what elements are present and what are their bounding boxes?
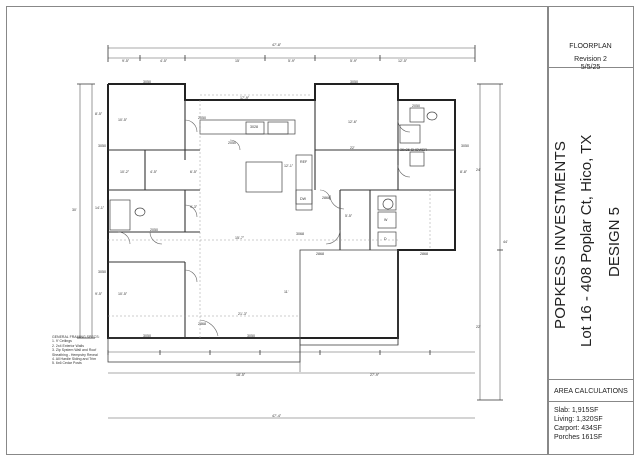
framing-spec-4: 4. All Hardie Siding and Trim	[52, 357, 97, 362]
design-number: DESIGN 5	[606, 206, 623, 277]
top-seg-3: 15'	[235, 59, 240, 63]
framing-spec-2: 2. 2x4 Exterior Walls	[52, 343, 84, 348]
company-name: POPKESS INVESTMENTS	[552, 140, 569, 329]
framing-spec-3: 3. Zip System Wall and Roof Sheathing - …	[52, 348, 98, 357]
lot-address: Lot 16 - 408 Poplar Ct, Hico, TX	[578, 134, 595, 347]
revision-date: 5/5/25	[580, 64, 601, 71]
mid-dim-4: 21'-3"	[238, 312, 248, 316]
sheet-title: FLOORPLAN	[569, 43, 612, 50]
mid-dim-6: 27'-9"	[370, 373, 380, 377]
revision: Revision 2	[574, 56, 607, 63]
window-tag-11: 3050	[143, 334, 151, 338]
title-block-header: FLOORPLAN Revision 2 5/5/25	[548, 7, 633, 71]
side-dim-1: 8'-5"	[95, 112, 103, 116]
window-tag-9: 2868	[316, 252, 324, 256]
framing-spec-1: 1. 9' Ceilings	[52, 339, 72, 344]
right-overall-dim: 44'	[503, 240, 508, 244]
window-tag-3: 2050	[198, 116, 206, 120]
window-tag-2: 3050	[350, 80, 358, 84]
mid-dim-1: 17'-9"	[240, 96, 250, 100]
window-tag-15: 3050	[461, 144, 469, 148]
mid-dim-7: 12'-1"	[284, 164, 294, 168]
window-tag-6: 2050	[412, 104, 420, 108]
framing-specs: GENERAL FRAMING SPECS: 1. 9' Ceilings 2.…	[52, 335, 100, 366]
window-tag-10: 3050	[98, 270, 106, 274]
area-porches: Porches 161SF	[554, 434, 603, 441]
window-tag-14: 2050	[150, 228, 158, 232]
area-calculations: AREA CALCULATIONS Slab: 1,915SF Living: …	[548, 379, 633, 454]
floorplan-area	[6, 6, 549, 455]
left-overall-dim: 30'	[72, 208, 77, 212]
top-seg-4: 5'-9"	[288, 59, 296, 63]
cabinet-shower: 36x36 SHOWER	[400, 148, 427, 152]
framing-specs-header: GENERAL FRAMING SPECS:	[52, 335, 100, 339]
title-block-project: POPKESS INVESTMENTS Lot 16 - 408 Poplar …	[548, 67, 633, 380]
room-label-6: 5'-5"	[345, 214, 353, 218]
window-tag-8: 2868	[322, 196, 330, 200]
room-label-1: 10'-5"	[118, 118, 128, 122]
window-tag-13: 2868	[198, 322, 206, 326]
window-tag-12: 3050	[247, 334, 255, 338]
mid-dim-5: 18'-5"	[236, 373, 246, 377]
side-dim-6: 8'-8"	[460, 170, 468, 174]
cabinet-dryer: D	[384, 237, 387, 241]
room-label-4: 4'-5"	[150, 170, 158, 174]
area-calc-divider	[548, 401, 633, 402]
right-lower-dim: 22'	[476, 325, 481, 329]
room-label-3: 10'-2"	[120, 170, 130, 174]
overall-bottom-dim: 47'-4"	[272, 414, 282, 418]
mid-dim-2: 22'	[350, 146, 355, 150]
side-dim-5: 9'-3"	[190, 205, 198, 209]
right-upper-dim: 24'	[476, 168, 481, 172]
plan-labels: 47'-8" 47'-4" 30' 44' 22' 24' 9'-5" 4'-5…	[72, 43, 508, 418]
title-block: FLOORPLAN Revision 2 5/5/25 POPKESS INVE…	[547, 6, 634, 455]
mid-dim-8: 11'	[284, 290, 289, 294]
top-seg-1: 9'-5"	[122, 59, 130, 63]
window-tag-1: 3050	[143, 80, 151, 84]
area-slab: Slab: 1,915SF	[554, 407, 599, 414]
cabinet-dw: DW	[300, 197, 306, 201]
top-seg-2: 4'-5"	[160, 59, 168, 63]
window-tag-16: 2868	[420, 252, 428, 256]
top-seg-5: 5'-9"	[350, 59, 358, 63]
framing-spec-5: 5. 6x6 Cedar Posts	[52, 361, 82, 366]
mid-dim-3: 15'-7"	[235, 236, 245, 240]
side-dim-4: 6'-5"	[190, 170, 198, 174]
room-label-2: 10'-5"	[118, 292, 128, 296]
window-tag-7: 3068	[296, 232, 304, 236]
cabinet-ref: REF	[300, 160, 308, 164]
room-label-5: 12'-6"	[348, 120, 358, 124]
side-dim-3: 9'-5"	[95, 292, 103, 296]
window-tag-4: 3050	[98, 144, 106, 148]
area-living: Living: 1,320SF	[554, 416, 603, 423]
window-tag-5: 2050	[228, 141, 236, 145]
side-dim-2: 14'-1"	[95, 206, 105, 210]
cabinet-3028: 3028	[250, 125, 258, 129]
area-carport: Carport: 434SF	[554, 425, 602, 432]
overall-top-dim: 47'-8"	[272, 43, 282, 47]
cabinet-washer: W	[384, 218, 388, 222]
top-seg-6: 12'-5"	[398, 59, 408, 63]
area-calc-header: AREA CALCULATIONS	[554, 388, 628, 395]
